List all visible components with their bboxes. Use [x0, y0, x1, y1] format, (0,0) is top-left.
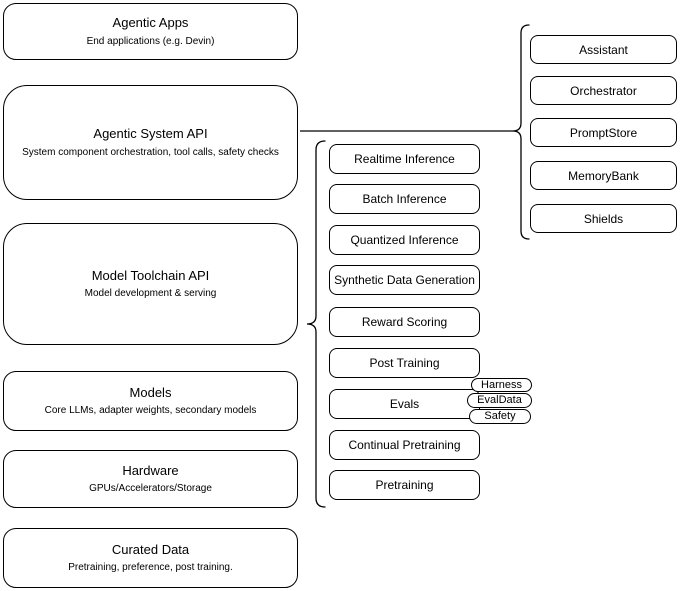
box-agentic-apps-title: Agentic Apps — [112, 15, 189, 31]
box-hardware-subtitle: GPUs/Accelerators/Storage — [89, 483, 212, 495]
box-memorybank: MemoryBank — [530, 161, 677, 190]
box-continual-pretraining: Continual Pretraining — [329, 430, 480, 460]
box-quantized-inference: Quantized Inference — [329, 225, 480, 255]
box-model-toolchain-api-title: Model Toolchain API — [91, 267, 210, 283]
box-shields: Shields — [530, 204, 677, 233]
box-model-toolchain-api-subtitle: Model development & serving — [84, 288, 217, 300]
pill-harness: Harness — [471, 378, 532, 392]
box-agentic-apps-subtitle: End applications (e.g. Devin) — [86, 35, 215, 47]
box-agentic-system-api-subtitle: System component orchestration, tool cal… — [22, 146, 279, 158]
box-models-title: Models — [129, 384, 172, 400]
box-models-subtitle: Core LLMs, adapter weights, secondary mo… — [44, 405, 257, 417]
box-synthetic-data-generation: Synthetic Data Generation — [329, 265, 480, 295]
box-agentic-system-api-title: Agentic System API — [93, 126, 208, 142]
box-agentic-apps: Agentic Apps End applications (e.g. Devi… — [3, 3, 298, 60]
box-curated-data-title: Curated Data — [111, 541, 190, 557]
box-promptstore: PromptStore — [530, 118, 677, 147]
box-assistant: Assistant — [530, 35, 677, 64]
box-reward-scoring: Reward Scoring — [329, 307, 480, 337]
box-hardware-title: Hardware — [122, 462, 179, 478]
box-pretraining: Pretraining — [329, 470, 480, 500]
box-realtime-inference: Realtime Inference — [329, 144, 480, 174]
box-hardware: Hardware GPUs/Accelerators/Storage — [3, 450, 298, 508]
box-model-toolchain-api: Model Toolchain API Model development & … — [3, 223, 298, 345]
box-orchestrator: Orchestrator — [530, 76, 677, 105]
box-models: Models Core LLMs, adapter weights, secon… — [3, 371, 298, 431]
brace-toolchain-group — [306, 140, 326, 508]
box-curated-data: Curated Data Pretraining, preference, po… — [3, 528, 298, 588]
pill-safety: Safety — [469, 409, 531, 424]
box-post-training: Post Training — [329, 348, 480, 378]
box-batch-inference: Batch Inference — [329, 184, 480, 214]
box-evals: Evals — [329, 389, 480, 419]
brace-system-components-group — [512, 24, 530, 240]
box-agentic-system-api: Agentic System API System component orch… — [3, 85, 298, 200]
box-curated-data-subtitle: Pretraining, preference, post training. — [68, 562, 233, 574]
pill-evaldata: EvalData — [467, 393, 532, 408]
